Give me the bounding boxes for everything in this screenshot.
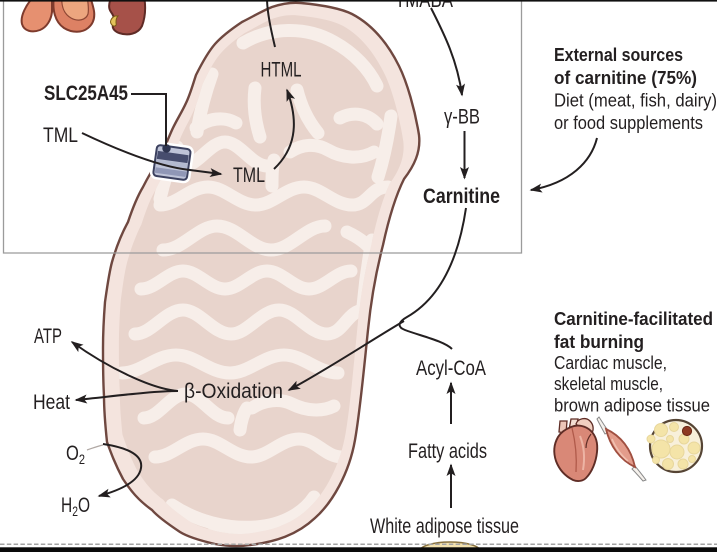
svg-text:Heat: Heat	[33, 391, 70, 414]
svg-text:TML: TML	[43, 124, 78, 147]
svg-text:β-Oxidation: β-Oxidation	[184, 380, 283, 403]
svg-text:or food supplements: or food supplements	[554, 112, 703, 133]
svg-text:skeletal muscle,: skeletal muscle,	[554, 373, 663, 394]
svg-text:Diet (meat, fish, dairy): Diet (meat, fish, dairy)	[554, 90, 717, 111]
svg-text:TMABA: TMABA	[395, 0, 453, 12]
svg-text:Carnitine: Carnitine	[423, 185, 500, 208]
svg-text:γ-BB: γ-BB	[444, 106, 480, 129]
svg-text:Acyl-CoA: Acyl-CoA	[416, 357, 486, 380]
svg-text:White adipose tissue: White adipose tissue	[370, 515, 519, 538]
svg-text:fat burning: fat burning	[554, 331, 644, 352]
svg-text:O2: O2	[66, 442, 85, 467]
svg-text:Fatty acids: Fatty acids	[408, 440, 487, 463]
svg-text:Carnitine-facilitated: Carnitine-facilitated	[554, 308, 713, 329]
svg-text:Cardiac muscle,: Cardiac muscle,	[554, 352, 667, 373]
svg-text:TML: TML	[233, 164, 265, 187]
svg-text:H2O: H2O	[61, 494, 90, 519]
svg-text:External sources: External sources	[554, 44, 683, 65]
svg-text:ATP: ATP	[34, 325, 62, 348]
svg-text:of carnitine (75%): of carnitine (75%)	[554, 67, 697, 88]
svg-text:SLC25A45: SLC25A45	[44, 82, 128, 105]
svg-text:brown adipose tissue: brown adipose tissue	[554, 395, 710, 416]
svg-text:HTML: HTML	[261, 59, 302, 82]
